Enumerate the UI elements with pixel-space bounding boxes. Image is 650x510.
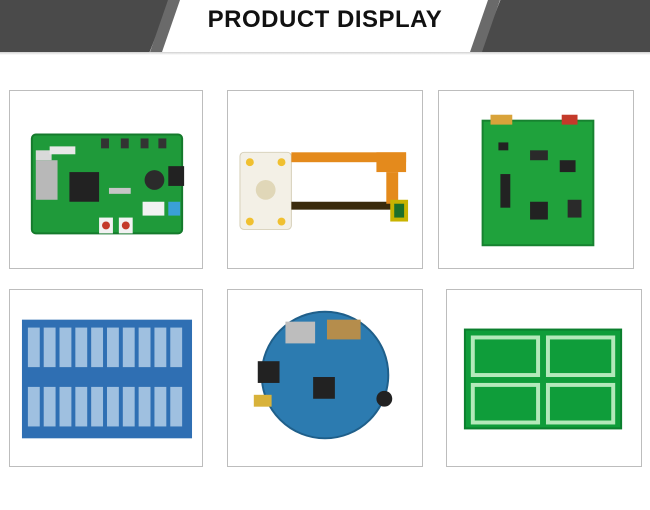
green-pcb-module-image	[481, 114, 595, 247]
product-image-round-blue-pcb[interactable]	[227, 289, 423, 467]
product-image-flex-pcb-keypad[interactable]	[227, 90, 423, 269]
page-title: PRODUCT DISPLAY	[207, 6, 443, 33]
banner-shadow	[0, 52, 650, 55]
banner-stripe-right	[480, 0, 650, 52]
product-image-green-pcb-module[interactable]	[438, 90, 634, 269]
round-blue-pcb-image	[253, 310, 393, 440]
green-pcb-audio-board-image	[30, 133, 185, 235]
product-image-green-bare-pcb-panel[interactable]	[446, 289, 642, 467]
green-bare-pcb-panel-image	[463, 328, 623, 430]
banner-stripe-left	[0, 0, 170, 52]
blue-pcb-panel-image	[21, 319, 193, 439]
header-banner: PRODUCT DISPLAY	[0, 0, 650, 52]
flex-pcb-keypad-image	[239, 151, 409, 230]
product-image-green-pcb-audio-board[interactable]	[9, 90, 203, 269]
product-image-blue-pcb-panel[interactable]	[9, 289, 203, 467]
